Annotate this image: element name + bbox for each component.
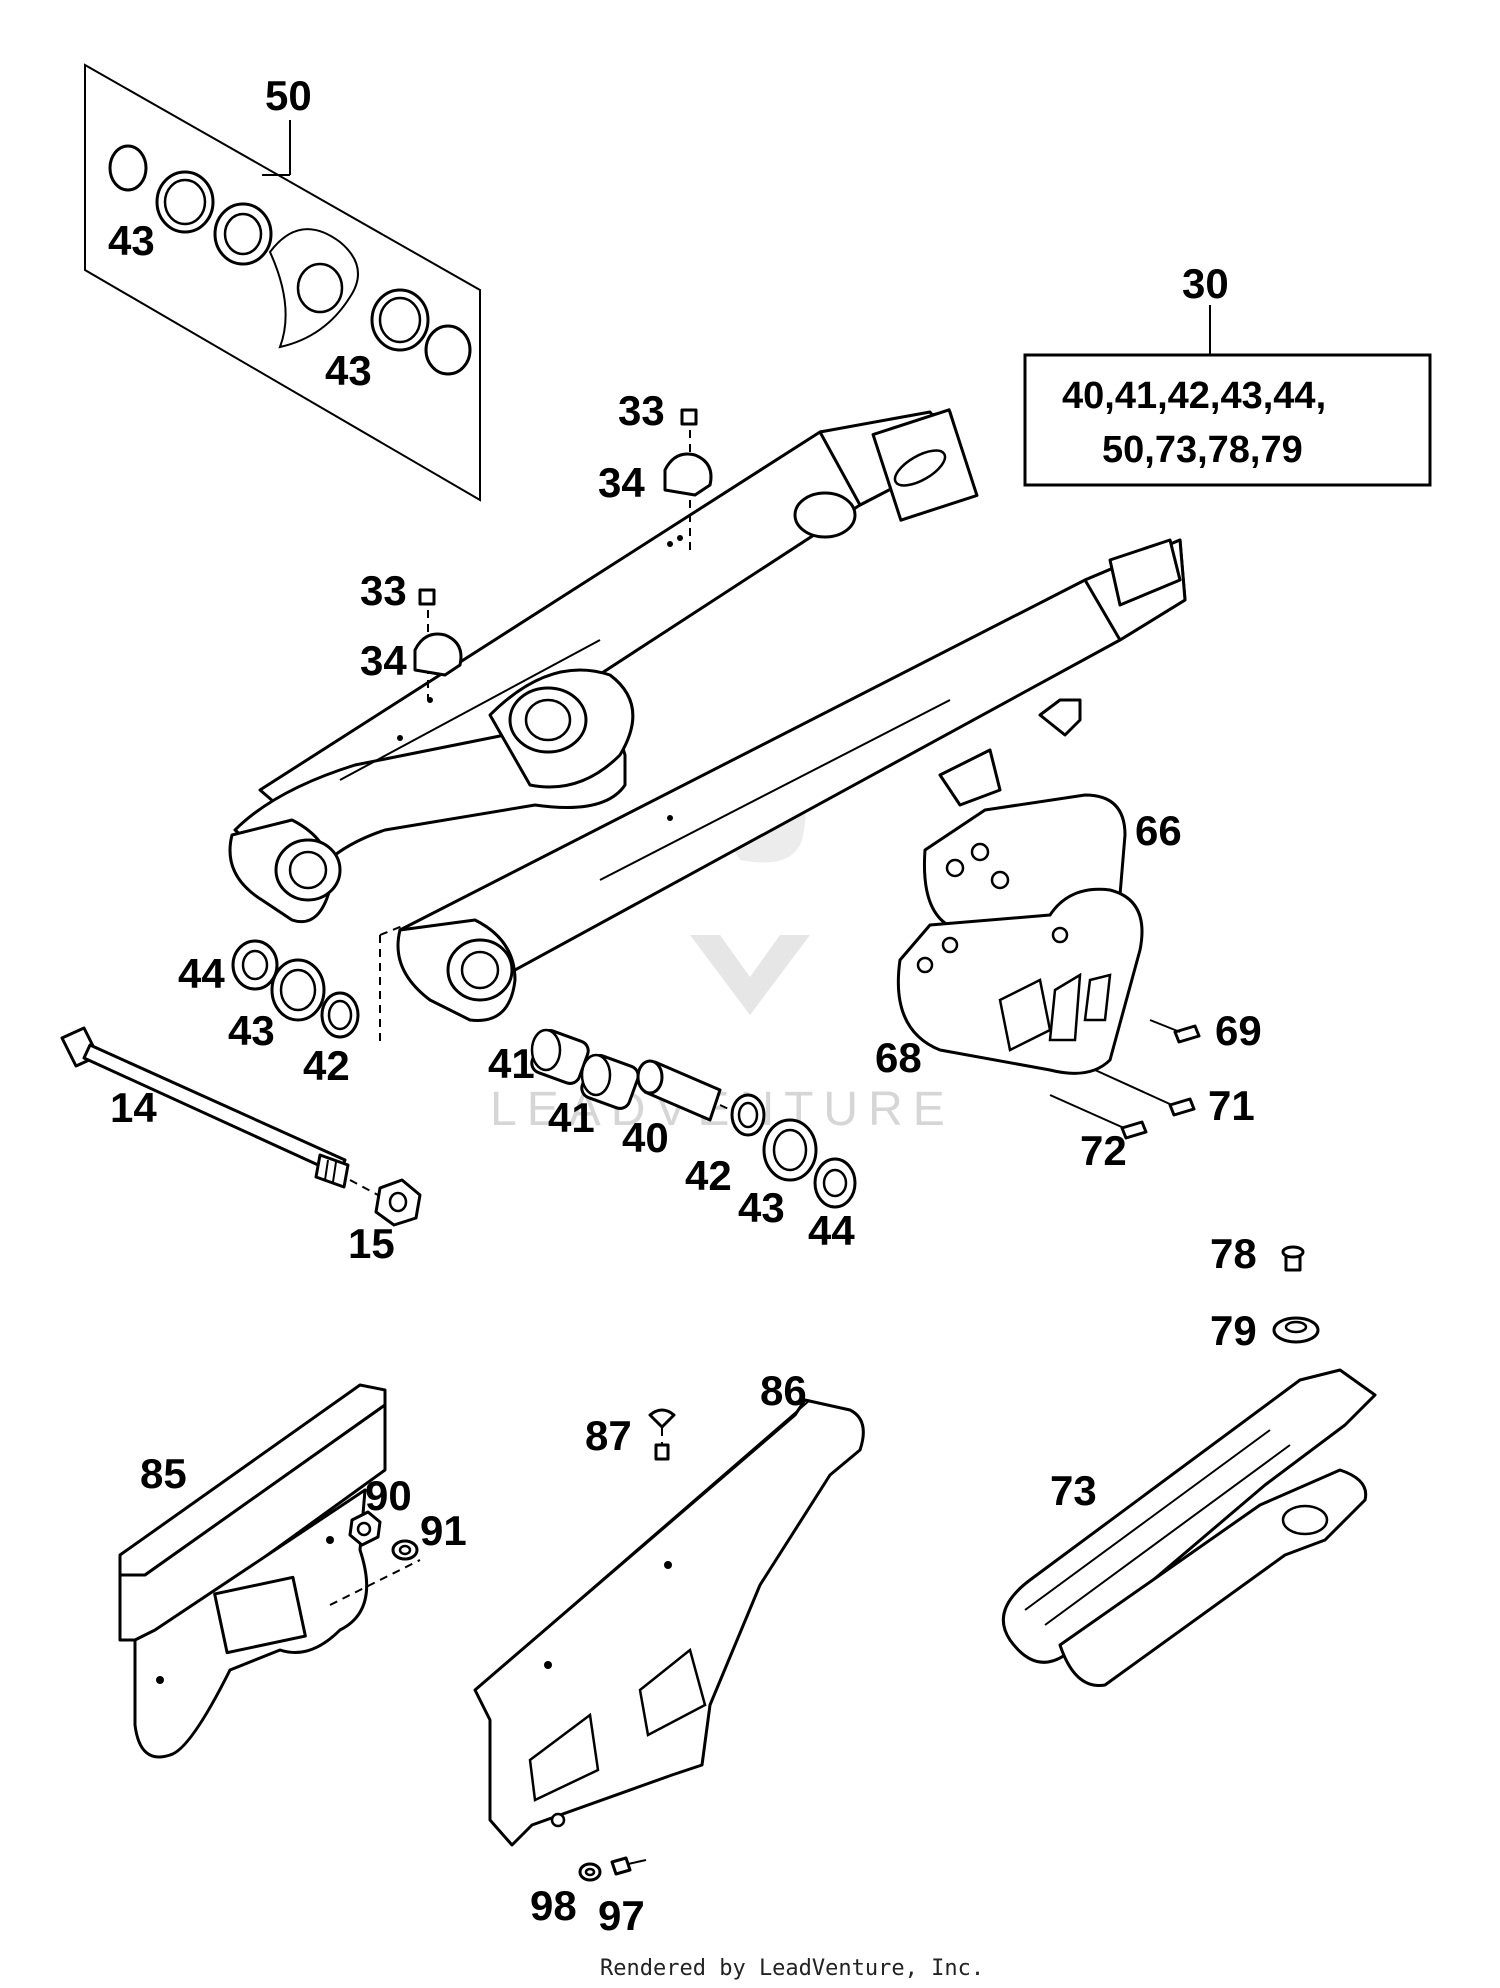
pivot-sleeve-40 [636, 1059, 736, 1122]
kit-30-contents-line1: 40,41,42,43,44, [1062, 375, 1326, 417]
needle-bearings-41 [530, 1028, 640, 1110]
callout-30: 30 [1182, 260, 1229, 307]
callout-87: 87 [585, 1412, 632, 1459]
washer-98-screw-97 [578, 1856, 647, 1882]
callout-43-kit-left: 43 [108, 217, 155, 264]
callout-43-right: 43 [738, 1184, 785, 1231]
callout-72: 72 [1080, 1127, 1127, 1174]
callout-43-left: 43 [228, 1007, 275, 1054]
callout-50: 50 [265, 72, 312, 119]
callout-41-lower: 41 [548, 1094, 595, 1141]
callout-15: 15 [348, 1220, 395, 1267]
swingarm [228, 408, 1187, 1022]
callout-85: 85 [140, 1450, 187, 1497]
bearing-kit-50-box [84, 63, 481, 502]
callout-90: 90 [365, 1472, 412, 1519]
footer-credit: Rendered by LeadVenture, Inc. [600, 1956, 984, 1981]
chain-guide-bracket-86 [473, 1398, 865, 1847]
leadventure-watermark: LEADVENTURE [490, 744, 945, 1136]
pivot-bearings-left [231, 924, 406, 1045]
callout-42-right: 42 [685, 1152, 732, 1199]
clamp-upper-33-34: 33 34 [598, 387, 713, 550]
callout-98: 98 [530, 1882, 577, 1929]
callout-68: 68 [875, 1034, 922, 1081]
callout-79: 79 [1210, 1307, 1257, 1354]
callout-44-right: 44 [808, 1207, 855, 1254]
nut-90-washer-91 [348, 1510, 419, 1561]
callout-86: 86 [760, 1367, 807, 1414]
callout-69: 69 [1215, 1007, 1262, 1054]
callout-44-left: 44 [178, 950, 225, 997]
callout-42-left: 42 [303, 1042, 350, 1089]
callout-97: 97 [598, 1892, 645, 1939]
callout-34-upper: 34 [598, 459, 645, 506]
callout-73: 73 [1050, 1467, 1097, 1514]
callout-43-kit-right: 43 [325, 347, 372, 394]
callout-40: 40 [622, 1114, 669, 1161]
callout-41-upper: 41 [488, 1040, 535, 1087]
chain-slider-73 [1001, 1368, 1377, 1687]
callout-91: 91 [420, 1507, 467, 1554]
callout-33-lower: 33 [360, 567, 407, 614]
callout-66: 66 [1135, 807, 1182, 854]
callout-34-lower: 34 [360, 637, 407, 684]
callout-33-upper: 33 [618, 387, 665, 434]
axle-nut-15 [374, 1178, 422, 1227]
kit-30-box [1023, 305, 1432, 487]
bolts-69-71-72 [1049, 1019, 1201, 1140]
chain-guide-plate-68 [896, 887, 1144, 1075]
pivot-bearings-right [730, 1093, 857, 1209]
screw-78-washer-79 [1272, 1245, 1320, 1344]
pivot-axle-14 [60, 1026, 379, 1196]
clamp-lower-33-34: 33 34 [360, 567, 463, 700]
callout-78: 78 [1210, 1230, 1257, 1277]
kit-30-contents-line2: 50,73,78,79 [1102, 429, 1303, 471]
rivet-87 [648, 1408, 676, 1461]
callout-14: 14 [110, 1084, 157, 1131]
chain-guard-85 [118, 1383, 421, 1759]
callout-71: 71 [1208, 1082, 1255, 1129]
